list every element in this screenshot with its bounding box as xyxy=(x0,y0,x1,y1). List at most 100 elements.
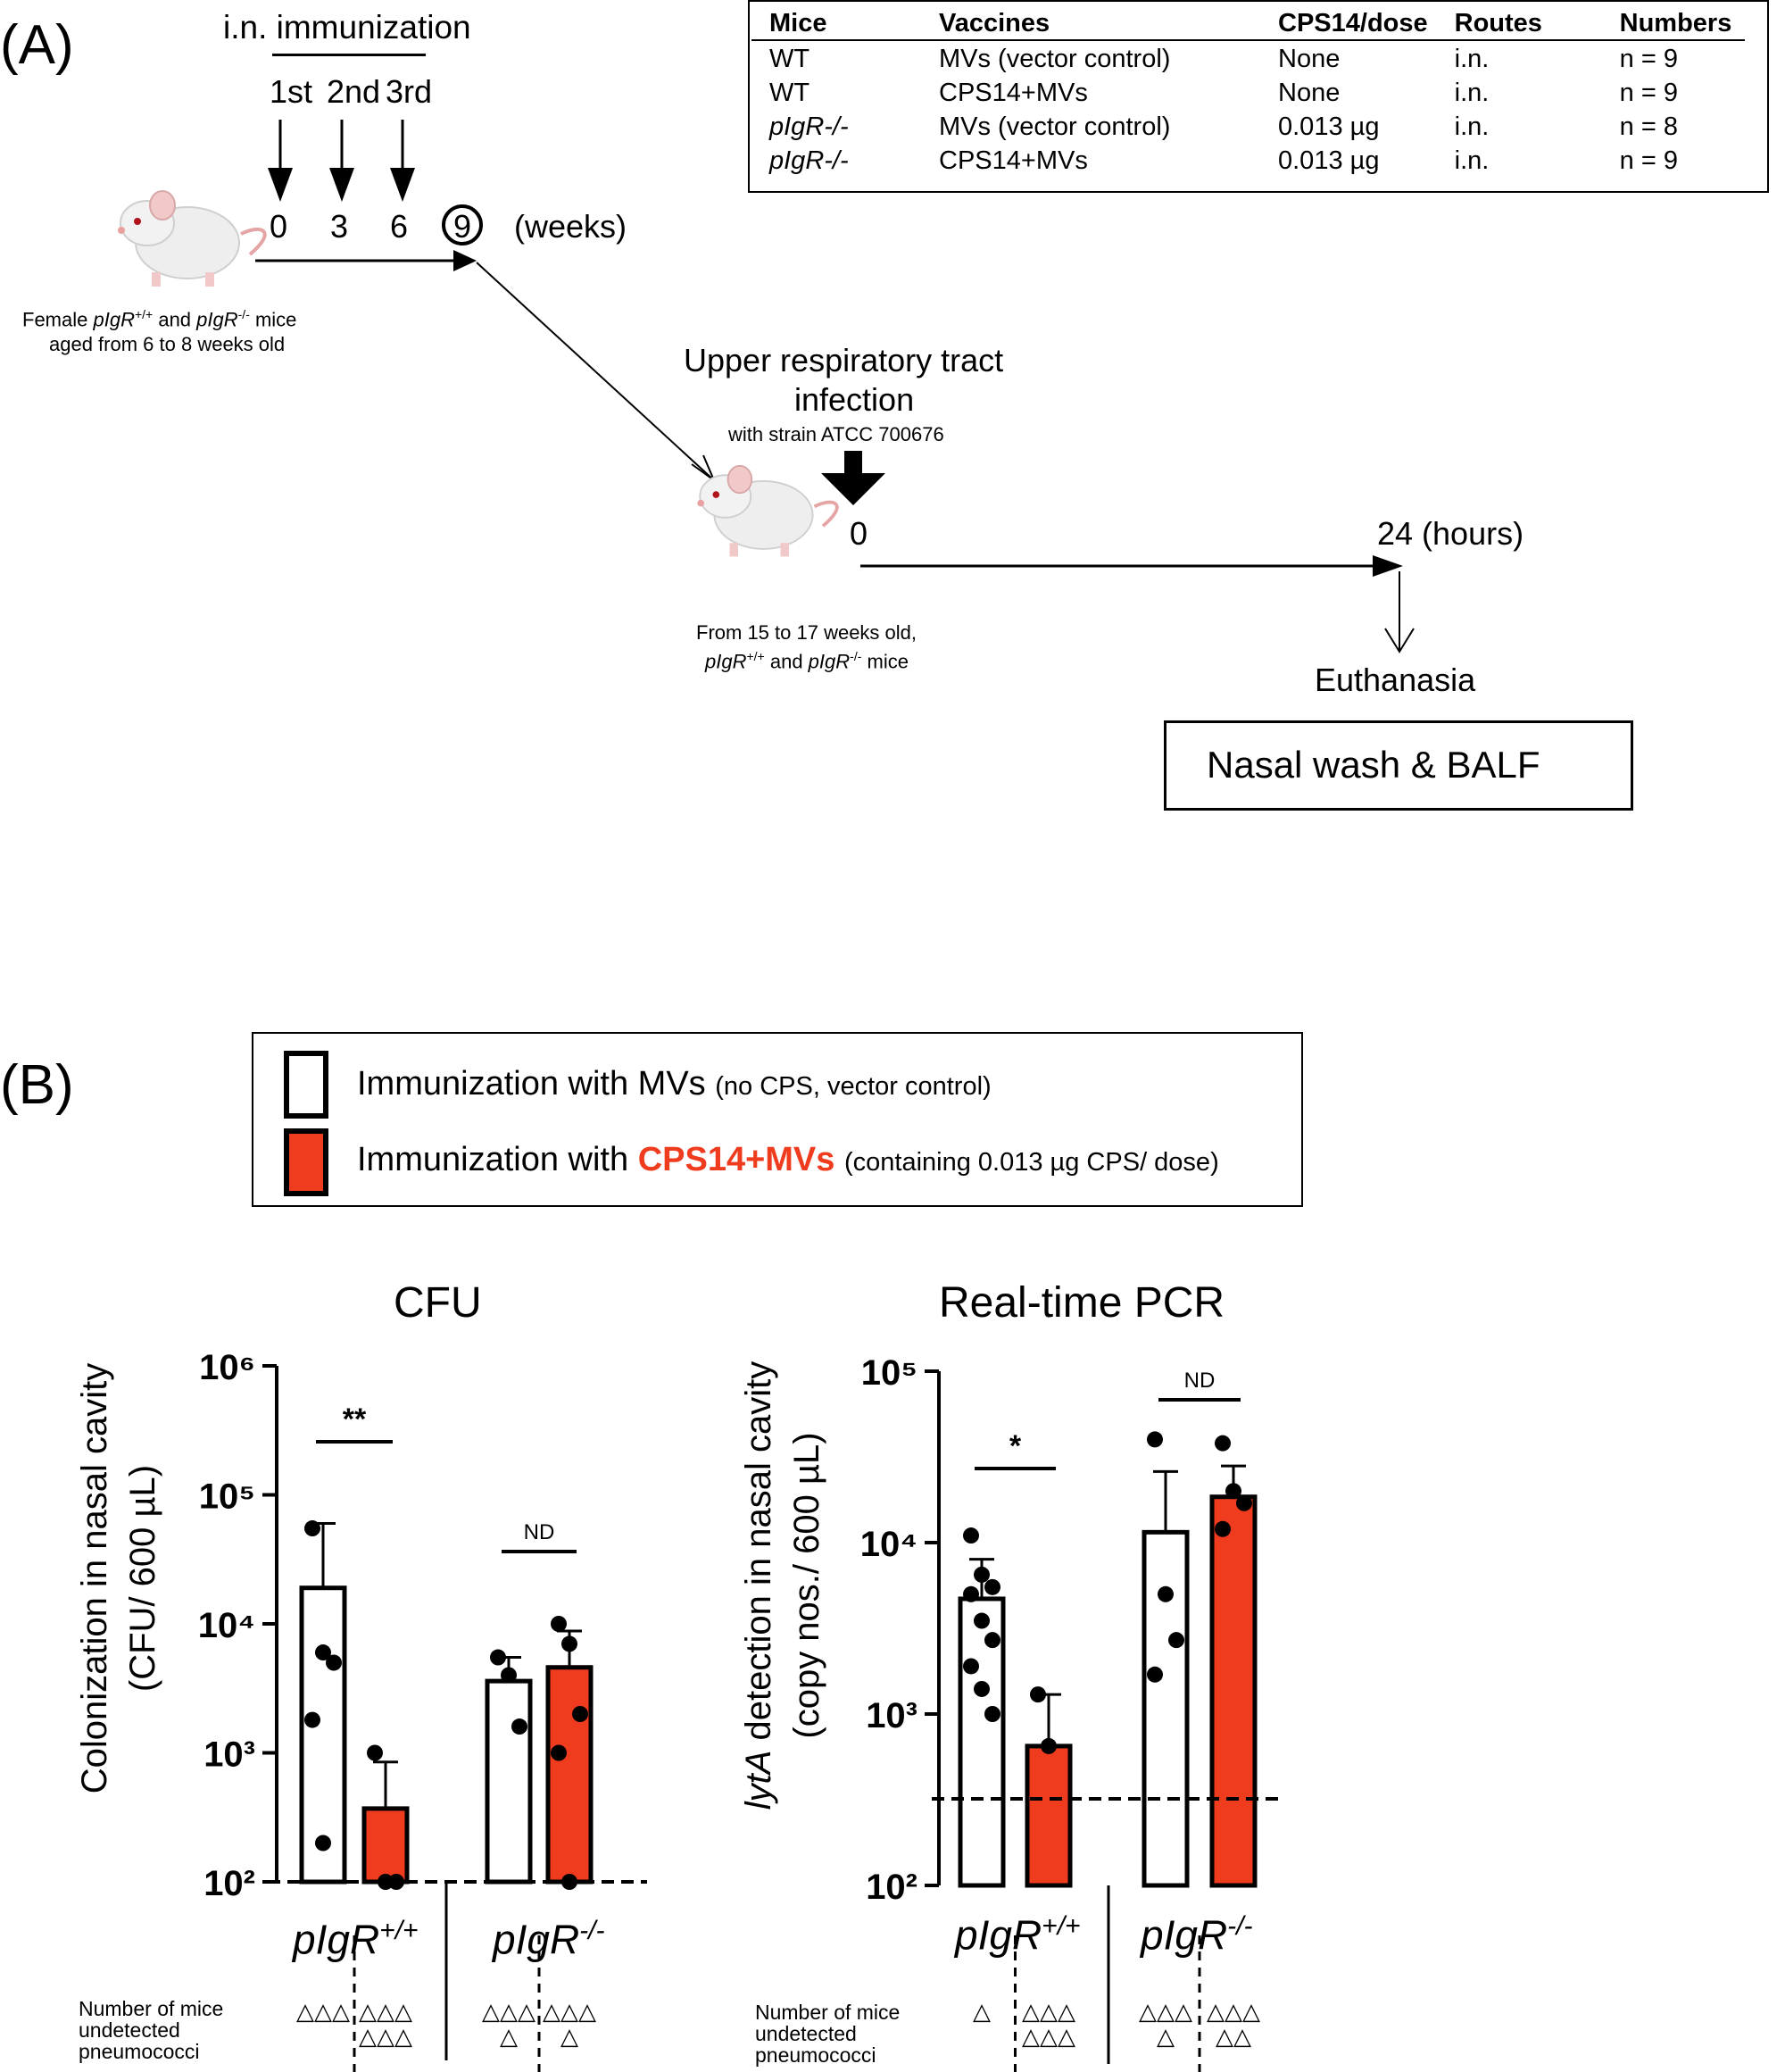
pcr-y-tick-label: 10⁴ xyxy=(860,1525,917,1564)
cell: CPS14+MVs xyxy=(939,78,1088,107)
undetected-label-line: Number of mice xyxy=(79,1997,224,2020)
cfu-y-tick-label: 10⁴ xyxy=(198,1606,255,1645)
infection-title-2: infection xyxy=(794,381,915,418)
cell: n = 9 xyxy=(1619,78,1678,107)
cfu-undetected-triangles: △△△ xyxy=(543,1999,596,2026)
pcr-undetected-triangles: △△△ xyxy=(1022,2024,1075,2051)
col-vaccines: Vaccines xyxy=(921,5,1260,41)
cfu-undetected-triangles: △△△ xyxy=(296,1999,350,2026)
cfu-undetected-triangles: △△△ xyxy=(482,1999,536,2026)
cfu-data-point xyxy=(551,1744,567,1761)
legend-item-cps14-highlight: CPS14+MVs xyxy=(637,1141,835,1178)
cfu-y-tick-label: 10⁵ xyxy=(199,1477,255,1517)
pcr-group-label-pigr-wt: pIgR+/+ xyxy=(955,1911,1081,1959)
cfu-bar xyxy=(545,1665,594,1885)
cell: n = 9 xyxy=(1619,44,1678,73)
immunization-title-underline xyxy=(272,54,426,56)
cfu-undetected-triangles: △△△ xyxy=(359,2024,412,2051)
cell: i.n. xyxy=(1454,78,1490,107)
pcr-undetected-triangles: △ xyxy=(973,1999,991,2026)
pcr-bar xyxy=(1209,1494,1258,1888)
cfu-data-point xyxy=(326,1654,342,1671)
cfu-significance-label: ** xyxy=(343,1402,367,1436)
pcr-undetected-triangles: △△△ xyxy=(1207,1999,1260,2026)
pcr-data-point xyxy=(1147,1666,1163,1683)
cell: n = 9 xyxy=(1619,146,1678,175)
cfu-undetected-label: Number of mice undetected pneumococci xyxy=(79,1998,223,2062)
cell: pIgR-/- xyxy=(769,112,849,141)
legend-item-cps14-main: Immunization with xyxy=(357,1141,629,1178)
cfu-data-point xyxy=(561,1635,577,1652)
pcr-data-point xyxy=(963,1658,979,1675)
cfu-data-point xyxy=(304,1520,320,1537)
mouse-icon-2 xyxy=(697,464,839,557)
cfu-data-point xyxy=(315,1644,331,1661)
pcr-undetected-triangles: △ xyxy=(1157,2024,1175,2051)
panel-b-label: (B) xyxy=(0,1054,74,1116)
legend-item-mvs-main: Immunization with MVs xyxy=(357,1065,706,1103)
cfu-group-label-pigr-ko: pIgR-/- xyxy=(493,1916,605,1963)
pcr-significance-label: * xyxy=(1009,1429,1022,1463)
cell: MVs (vector control) xyxy=(939,44,1171,73)
infection-title-1: Upper respiratory tract xyxy=(684,342,1004,379)
cfu-group-label-pigr-wt: pIgR+/+ xyxy=(293,1916,419,1963)
cfu-chart-title: CFU xyxy=(394,1279,482,1327)
pcr-y-tick-label: 10⁵ xyxy=(861,1353,917,1393)
week-9-circle xyxy=(442,204,483,245)
pcr-data-point xyxy=(974,1680,990,1697)
dose-1-label: 1st xyxy=(270,73,313,110)
cell: None xyxy=(1278,44,1341,73)
cell: 0.013 µg xyxy=(1278,146,1380,175)
pcr-chart-title: Real-time PCR xyxy=(939,1279,1225,1327)
pcr-data-point xyxy=(963,1527,979,1544)
legend-item-cps14-note: (containing 0.013 µg CPS/ dose) xyxy=(843,1148,1219,1177)
cfu-y-tick-label: 10⁶ xyxy=(199,1348,255,1387)
cell: i.n. xyxy=(1454,146,1490,175)
cell: MVs (vector control) xyxy=(939,112,1171,141)
legend-box xyxy=(252,1032,1303,1207)
undetected-label-line: pneumococci xyxy=(755,2043,876,2067)
pcr-data-point xyxy=(1147,1431,1163,1448)
cfu-significance-label: ND xyxy=(524,1520,555,1544)
dose-2-label: 2nd xyxy=(327,73,381,110)
cell: i.n. xyxy=(1454,44,1490,73)
pcr-data-point xyxy=(1236,1494,1252,1511)
pcr-undetected-triangles: △△△ xyxy=(1139,1999,1192,2026)
pcr-undetected-triangles: △△ xyxy=(1216,2024,1251,2051)
pcr-data-point xyxy=(984,1632,1000,1649)
hours-timeline-arrow xyxy=(860,555,1403,577)
pcr-data-point xyxy=(1158,1585,1174,1602)
cell: WT xyxy=(769,44,810,73)
cell: pIgR-/- xyxy=(769,146,849,175)
mouse-icon-1 xyxy=(118,190,267,287)
weeks-unit: (weeks) xyxy=(514,208,627,245)
table-row: pIgR-/- MVs (vector control) 0.013 µg i.… xyxy=(751,109,1745,143)
cfu-y-tick-label: 10² xyxy=(203,1864,255,1903)
cfu-data-point xyxy=(304,1711,320,1728)
week-timeline-arrow xyxy=(255,250,477,271)
pcr-data-point xyxy=(1030,1686,1046,1703)
pcr-data-point xyxy=(1168,1632,1184,1649)
pcr-data-point xyxy=(1225,1483,1241,1500)
dose-arrow-3 xyxy=(390,120,415,202)
undetected-label-line: Number of mice xyxy=(755,2001,901,2024)
samples-box xyxy=(1164,720,1633,811)
vaccine-table-header: Mice Vaccines CPS14/dose Routes Numbers xyxy=(751,5,1745,41)
cfu-undetected-triangles: △ xyxy=(500,2024,518,2051)
cfu-data-point xyxy=(367,1744,383,1761)
mice2-caption-line1: From 15 to 17 weeks old, xyxy=(696,621,917,644)
undetected-label-line: undetected xyxy=(79,2018,180,2042)
samples-label: Nasal wash & BALF xyxy=(1207,744,1540,786)
cfu-data-point xyxy=(572,1706,588,1723)
cfu-undetected-triangles: △ xyxy=(560,2024,578,2051)
dose-3-label: 3rd xyxy=(386,73,433,110)
vaccine-table: Mice Vaccines CPS14/dose Routes Numbers … xyxy=(751,5,1745,177)
cell: 0.013 µg xyxy=(1278,112,1380,141)
col-cps14: CPS14/dose xyxy=(1260,5,1437,41)
euthanasia-label: Euthanasia xyxy=(1315,662,1476,698)
cfu-data-point xyxy=(551,1616,567,1632)
pcr-data-point xyxy=(1215,1435,1231,1452)
euthanasia-arrow xyxy=(1384,571,1415,653)
